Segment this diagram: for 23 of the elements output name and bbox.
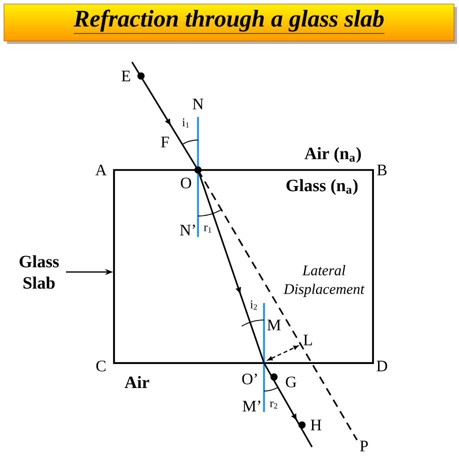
displacement-label: Lateral Displacement [284,265,365,297]
point-label: H [310,420,322,430]
title-banner: Refraction through a glass slab [4,4,457,44]
point-label: C [96,360,106,372]
angle-label: i$_{1}$ [182,118,189,128]
point-label: M’ [242,400,260,412]
angle-label: i$_{2}$ [250,300,257,310]
point-label: P [360,440,368,452]
medium-label: Glass (n$_{a}$) [286,179,358,195]
point-label: M [267,320,281,330]
point-label: F [161,136,169,148]
point-label: E [122,70,130,82]
point-label: A [95,164,107,176]
point-label: L [304,334,312,346]
point-label: N [192,98,204,110]
point-label: B [377,164,387,176]
angle-label: r$_{1}$ [204,226,212,232]
slab-label: Glass Slab [20,255,59,289]
point-label: O [180,178,192,188]
glass-slab-rectangle [113,169,374,364]
angle-label: r$_{2}$ [270,402,278,408]
point-label: D [376,360,388,372]
point-label: N’ [180,224,195,236]
